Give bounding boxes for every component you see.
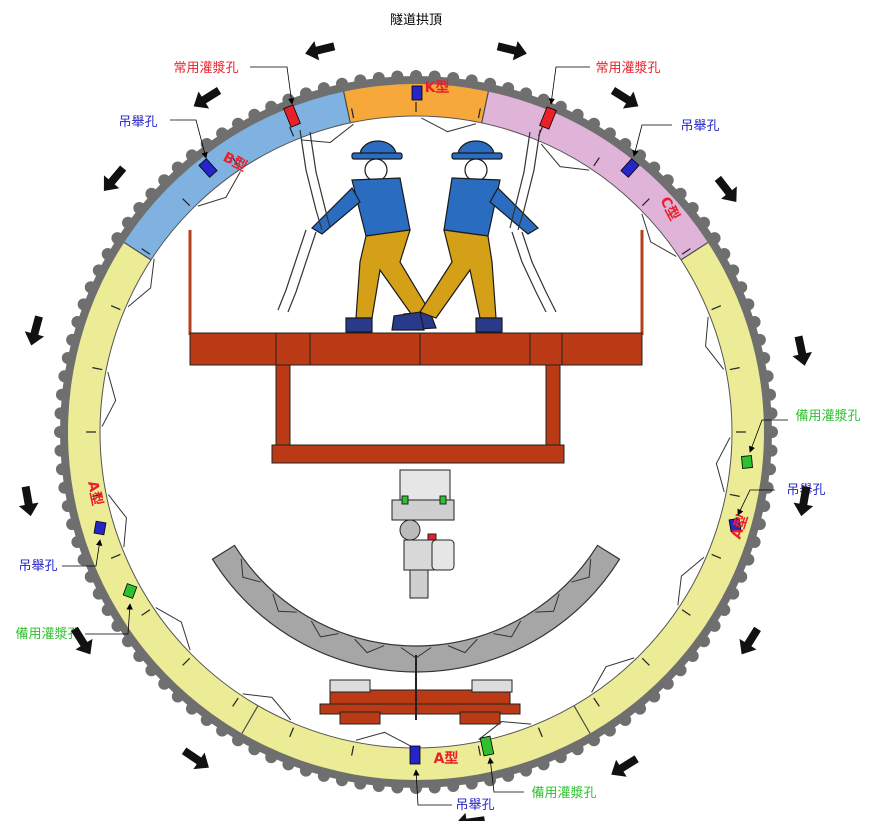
bolt-wrench-left: [277, 129, 331, 313]
lining-segments: [67, 84, 764, 780]
c-segment: [481, 91, 708, 260]
grout-hole-tl: [283, 104, 301, 128]
rotation-arrows: [18, 40, 814, 821]
segment-label-a-bottom: A型: [434, 750, 459, 767]
spare-label-bottom: 備用灌漿孔: [531, 785, 596, 801]
callout-leaders: [62, 66, 788, 806]
segment-bolt-pockets: [101, 117, 731, 747]
segment-label-a-right: A型: [728, 512, 752, 541]
lift-hole-r: [728, 517, 742, 533]
lift-label-tl: 吊舉孔: [118, 114, 157, 130]
work-platform: [188, 230, 644, 464]
lift-label-bottom: 吊舉孔: [455, 797, 494, 813]
lift-hole-tl: [198, 158, 218, 178]
lift-label-l: 吊舉孔: [18, 558, 57, 574]
bolt-wrench-right: [509, 129, 557, 313]
grout-hole-tr: [539, 106, 557, 130]
diagram-title: 隧道拱頂: [390, 12, 442, 28]
installing-segment: [211, 544, 621, 673]
lift-label-tr: 吊舉孔: [680, 118, 719, 134]
lift-hole-tr: [620, 158, 640, 178]
grout-label-tl: 常用灌漿孔: [173, 61, 238, 76]
lift-hole-k: [411, 85, 423, 101]
worker-left: [311, 140, 437, 333]
spare-label-r: 備用灌漿孔: [795, 408, 860, 424]
worker-right: [391, 140, 539, 333]
segment-label-k: K型: [425, 79, 450, 96]
spare-label-l: 備用灌漿孔: [15, 626, 80, 642]
lift-hole-l: [93, 520, 107, 536]
segment-label-a-left: A型: [84, 479, 106, 507]
erector-head: [391, 469, 455, 599]
spare-hole-l: [122, 583, 138, 599]
lift-hole-bottom: [409, 745, 421, 765]
spare-hole-r: [741, 455, 753, 469]
grout-label-tr: 常用灌漿孔: [595, 61, 660, 76]
segment-erector-clamp: [319, 655, 521, 725]
b-segment: [124, 91, 351, 260]
spare-hole-bottom: [479, 735, 495, 757]
